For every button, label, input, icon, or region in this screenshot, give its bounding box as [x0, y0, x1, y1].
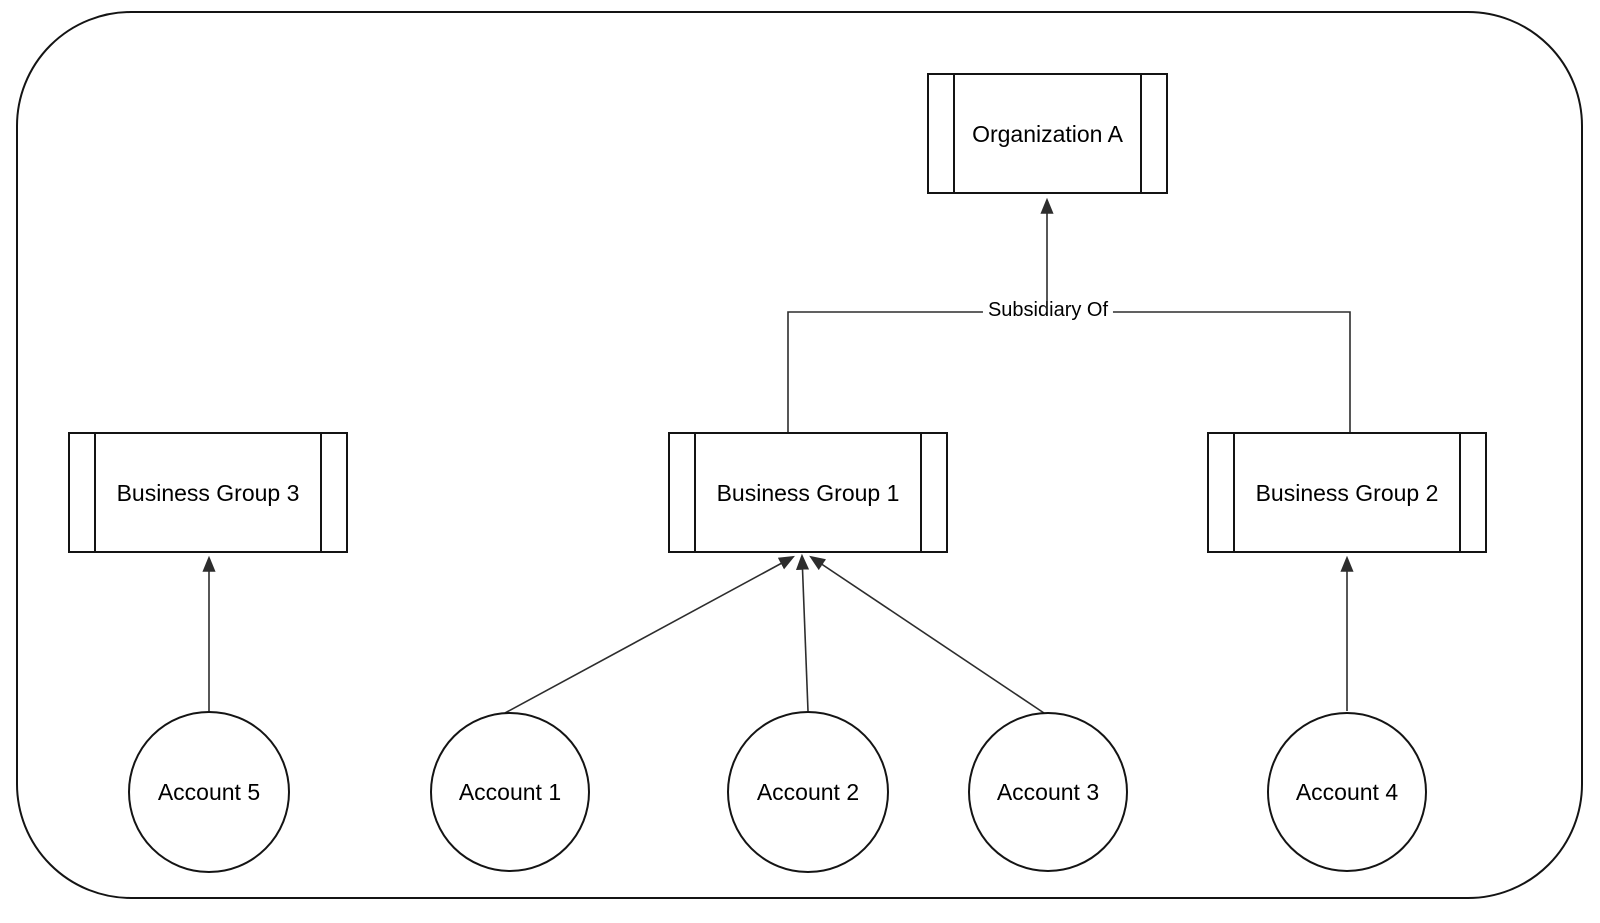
node-account-4: Account 4 [1267, 712, 1427, 872]
node-account-1: Account 1 [430, 712, 590, 872]
edge-account-3-to-bg1 [809, 555, 1045, 714]
node-label-account-1: Account 1 [458, 779, 562, 805]
edge-account-1-to-bg1 [504, 555, 795, 714]
node-account-2: Account 2 [727, 711, 889, 873]
process-bar-right-icon [920, 434, 922, 551]
process-bar-right-icon [1140, 75, 1142, 192]
node-account-3: Account 3 [968, 712, 1128, 872]
node-label-business-group-3: Business Group 3 [116, 479, 300, 506]
node-label-organization-a: Organization A [972, 120, 1123, 147]
process-bar-left-icon [953, 75, 955, 192]
edge-account-2-to-bg1 [795, 553, 810, 712]
process-bar-right-icon [1459, 434, 1461, 551]
process-bar-left-icon [94, 434, 96, 551]
node-label-account-3: Account 3 [996, 779, 1100, 805]
process-bar-left-icon [694, 434, 696, 551]
node-account-5: Account 5 [128, 711, 290, 873]
process-bar-left-icon [1233, 434, 1235, 551]
node-business-group-1: Business Group 1 [668, 432, 948, 553]
process-bar-right-icon [320, 434, 322, 551]
node-label-account-5: Account 5 [157, 779, 261, 805]
node-label-business-group-1: Business Group 1 [716, 479, 900, 506]
node-label-business-group-2: Business Group 2 [1255, 479, 1439, 506]
node-label-account-2: Account 2 [756, 779, 860, 805]
edge-bg1-bg2-junction [787, 311, 1351, 432]
node-organization-a: Organization A [927, 73, 1168, 194]
node-business-group-3: Business Group 3 [68, 432, 348, 553]
boundary-container [16, 11, 1583, 899]
node-label-account-4: Account 4 [1295, 779, 1399, 805]
node-business-group-2: Business Group 2 [1207, 432, 1487, 553]
edge-label-subsidiary-of: Subsidiary Of [982, 298, 1114, 322]
